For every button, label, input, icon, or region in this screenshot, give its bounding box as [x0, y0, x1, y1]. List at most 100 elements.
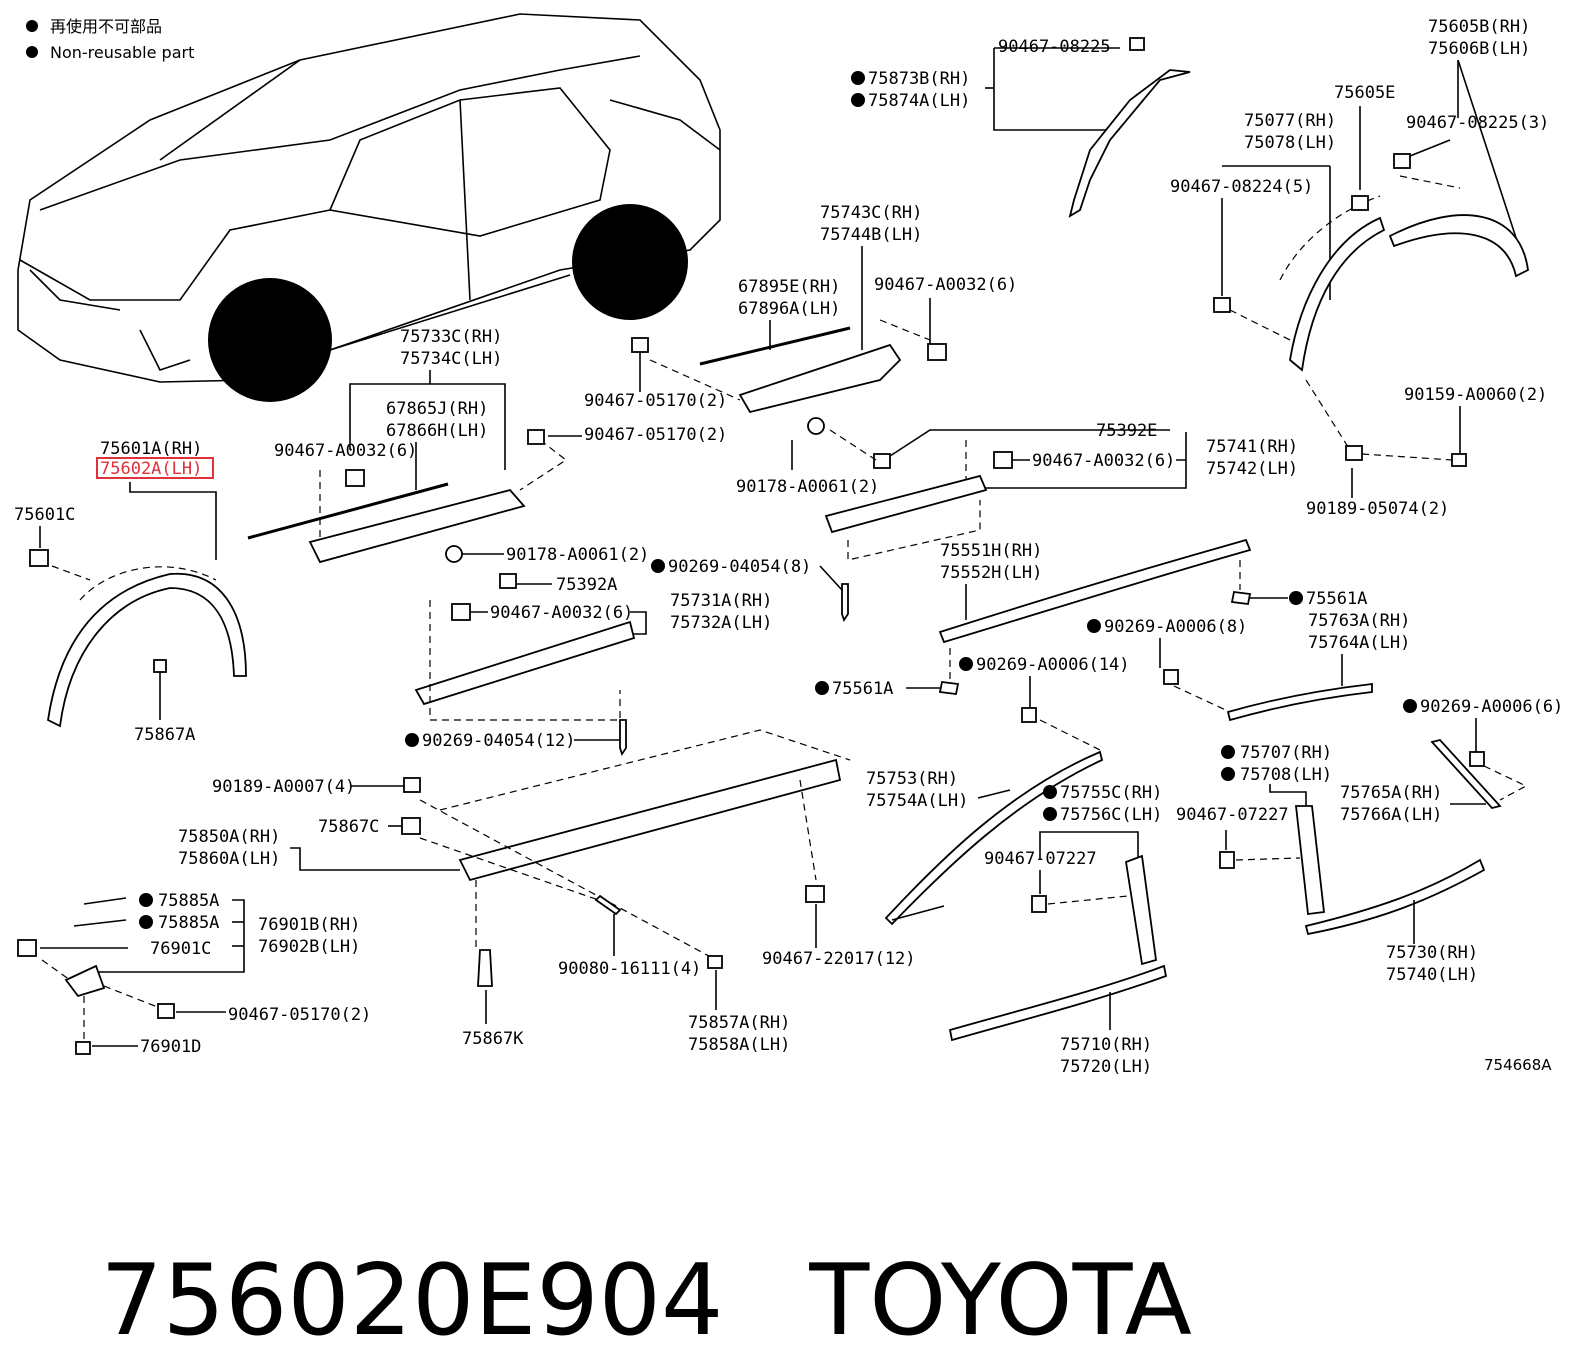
label-75602A-LH: 75602A(LH) — [100, 459, 202, 479]
label-90467-08224-5: 90467-08224(5) — [1170, 177, 1313, 197]
clip-icon — [1351, 195, 1369, 211]
mudguard-bracket — [64, 964, 106, 998]
label-90269-A0006-8: 90269-A0006(8) — [1104, 617, 1247, 637]
label-75707-RH: 75707(RH) — [1240, 743, 1332, 763]
legend-bullet-en — [26, 46, 38, 58]
clip-icon — [938, 681, 960, 695]
label-75392E: 75392E — [1096, 421, 1157, 441]
label-75867C: 75867C — [318, 817, 379, 837]
non-reusable-marker — [1403, 699, 1417, 713]
front-wheel-arch-molding — [47, 572, 247, 728]
clip-icon — [1451, 453, 1467, 467]
front-belt-molding — [948, 964, 1168, 1042]
label-90467-22017-12: 90467-22017(12) — [762, 949, 916, 969]
clip-icon — [993, 451, 1013, 469]
label-75552H-LH: 75552H(LH) — [940, 563, 1042, 583]
label-75601C: 75601C — [14, 505, 75, 525]
non-reusable-marker — [959, 657, 973, 671]
clip-icon — [403, 777, 421, 793]
vehicle-illustration — [17, 13, 721, 402]
non-reusable-marker — [1087, 619, 1101, 633]
roof-drip-molding — [938, 538, 1252, 644]
label-67865J-RH: 67865J(RH) — [386, 399, 488, 419]
label-75764A-LH: 75764A(LH) — [1308, 633, 1410, 653]
screw-icon — [594, 894, 622, 916]
non-reusable-marker — [1043, 807, 1057, 821]
label-75850A-RH: 75850A(RH) — [178, 827, 280, 847]
parts-diagram: 再使用不可部品 Non-reusable part 90467-08225 75… — [14, 13, 1563, 1077]
label-75078-LH: 75078(LH) — [1244, 133, 1336, 153]
non-reusable-marker — [651, 559, 665, 573]
highlight-box — [96, 457, 214, 479]
roof-molding-rear — [1226, 682, 1373, 722]
label-75885A-b: 75885A — [158, 913, 219, 933]
non-reusable-marker — [851, 71, 865, 85]
clip-icon — [1393, 153, 1411, 169]
label-75742-LH: 75742(LH) — [1206, 459, 1298, 479]
label-75763A-RH: 75763A(RH) — [1308, 611, 1410, 631]
label-75732A-LH: 75732A(LH) — [670, 613, 772, 633]
part-number: 756020E904 — [100, 1243, 724, 1358]
clip-icon — [345, 469, 365, 487]
label-75874A-LH: 75874A(LH) — [868, 91, 970, 111]
label-90080-16111-4: 90080-16111(4) — [558, 959, 701, 979]
label-75753-RH: 75753(RH) — [866, 769, 958, 789]
door-molding-upper — [824, 474, 988, 534]
non-reusable-marker — [139, 893, 153, 907]
clip-icon — [1031, 895, 1047, 913]
label-75601A-RH: 75601A(RH) — [100, 439, 202, 459]
label-90467-A0032-6-c: 90467-A0032(6) — [490, 603, 633, 623]
screw-icon — [619, 719, 627, 757]
label-90467-A0032-6-d: 90467-A0032(6) — [1032, 451, 1175, 471]
door-molding-lower — [414, 620, 636, 706]
label-75744B-LH: 75744B(LH) — [820, 225, 922, 245]
nut-icon — [807, 417, 825, 435]
side-molding-center — [308, 488, 526, 564]
clip-icon — [1163, 669, 1179, 685]
front-pillar-molding — [884, 750, 1104, 926]
clip-icon — [1219, 851, 1235, 869]
non-reusable-marker — [815, 681, 829, 695]
legend-text-cn: 再使用不可部品 — [50, 17, 162, 36]
label-90269-04054-12: 90269-04054(12) — [422, 731, 576, 751]
label-75754A-LH: 75754A(LH) — [866, 791, 968, 811]
clip-icon — [631, 337, 649, 353]
label-90159-A0060-2: 90159-A0060(2) — [1404, 385, 1547, 405]
label-75734C-LH: 75734C(LH) — [400, 349, 502, 369]
clip-icon — [1345, 445, 1363, 461]
label-75605B-RH: 75605B(RH) — [1428, 17, 1530, 37]
label-75858A-LH: 75858A(LH) — [688, 1035, 790, 1055]
non-reusable-marker — [1221, 745, 1235, 759]
label-90269-A0006-6: 90269-A0006(6) — [1420, 697, 1563, 717]
lower-window-molding — [1304, 858, 1486, 936]
rear-wheel-arch-molding — [1388, 214, 1529, 278]
clip-icon — [1021, 707, 1037, 723]
label-75708-LH: 75708(LH) — [1240, 765, 1332, 785]
non-reusable-marker — [1221, 767, 1235, 781]
label-90467-08225-3: 90467-08225(3) — [1406, 113, 1549, 133]
stud-icon — [477, 949, 493, 987]
quarter-window-molding — [1430, 738, 1502, 810]
label-75605E: 75605E — [1334, 83, 1395, 103]
non-reusable-marker — [1289, 591, 1303, 605]
label-75756C-LH: 75756C(LH) — [1060, 805, 1162, 825]
clip-icon — [75, 1041, 91, 1055]
clip-icon — [29, 549, 49, 567]
label-75867K: 75867K — [462, 1029, 524, 1049]
clip-icon — [873, 453, 891, 469]
rocker-panel-molding — [458, 758, 842, 882]
clip-icon — [707, 955, 723, 969]
label-67866H-LH: 67866H(LH) — [386, 421, 488, 441]
label-75743C-RH: 75743C(RH) — [820, 203, 922, 223]
label-75606B-LH: 75606B(LH) — [1428, 39, 1530, 59]
non-reusable-marker — [851, 93, 865, 107]
wheel-arch-liner-front — [1068, 69, 1191, 218]
non-reusable-marker — [405, 733, 419, 747]
label-90467-07227-b: 90467-07227 — [984, 849, 1097, 869]
clip-icon — [153, 659, 167, 673]
label-90467-05170-2-c: 90467-05170(2) — [228, 1005, 371, 1025]
belt-molding-front — [1124, 854, 1157, 966]
label-90189-A0007-4: 90189-A0007(4) — [212, 777, 355, 797]
label-90178-A0061-2-b: 90178-A0061(2) — [736, 477, 879, 497]
